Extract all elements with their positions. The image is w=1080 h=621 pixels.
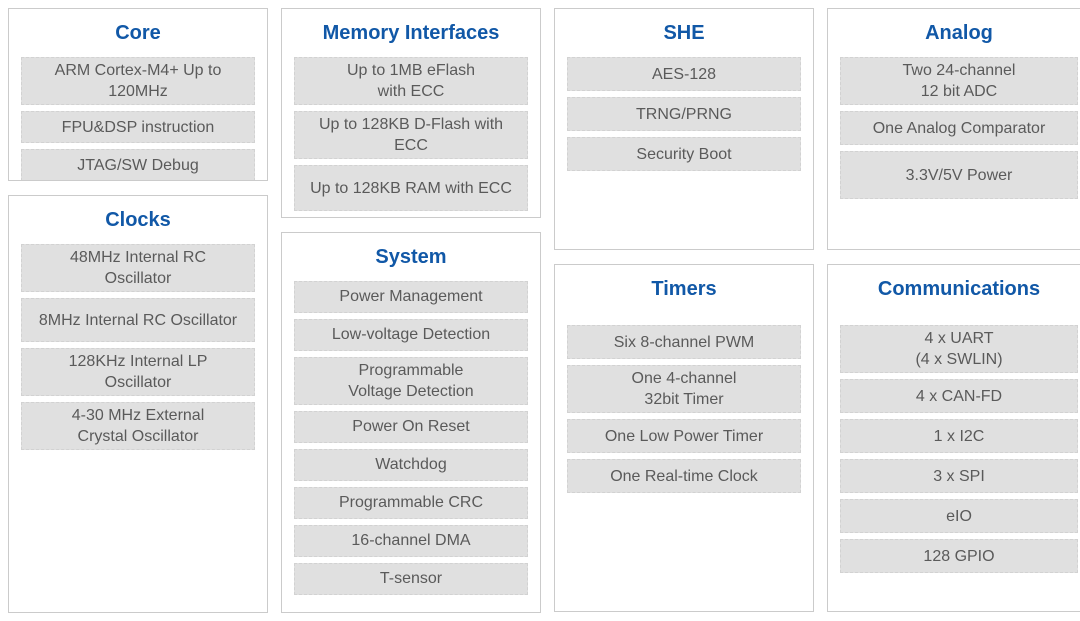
- timers-item-4-label: One Real-time Clock: [610, 467, 758, 485]
- communications-item-6: 128 GPIO: [840, 539, 1078, 573]
- system-title: System: [375, 245, 447, 268]
- communications-item-3-label: 1 x I2C: [933, 427, 985, 445]
- analog-item-2-label: One Analog Comparator: [872, 119, 1046, 137]
- timers-item-3-label: One Low Power Timer: [604, 427, 764, 445]
- clocks-item-2-label: 8MHz Internal RC Oscillator: [38, 311, 238, 329]
- communications-item-2: 4 x CAN-FD: [840, 379, 1078, 413]
- she-item-2: TRNG/PRNG: [567, 97, 801, 131]
- system-item-4-label: Power On Reset: [352, 418, 470, 436]
- she-item-2-label: TRNG/PRNG: [636, 105, 732, 123]
- timers-item-1-label: Six 8-channel PWM: [613, 333, 755, 351]
- system-item-7-label: 16-channel DMA: [351, 532, 471, 550]
- system-item-6-label: Programmable CRC: [338, 494, 484, 512]
- she-title: SHE: [663, 22, 705, 44]
- core-item-2: FPU&DSP instruction: [21, 111, 255, 143]
- analog-item-3-label: 3.3V/5V Power: [905, 166, 1013, 184]
- system-item-1-label: Power Management: [339, 288, 483, 306]
- core-item-2-label: FPU&DSP instruction: [61, 118, 215, 136]
- memory-interfaces-title: Memory Interfaces: [322, 22, 500, 44]
- core-title: Core: [115, 22, 161, 44]
- system-item-4: Power On Reset: [294, 410, 528, 443]
- communications-item-3: 1 x I2C: [840, 419, 1078, 453]
- system-item-2-label: Low-voltage Detection: [331, 326, 491, 344]
- timers-item-3: One Low Power Timer: [567, 419, 801, 453]
- communications-item-5-label: eIO: [946, 507, 972, 525]
- system-item-7: 16-channel DMA: [294, 524, 528, 557]
- system-item-1: Power Management: [294, 280, 528, 313]
- timers-item-4: One Real-time Clock: [567, 459, 801, 493]
- analog-title: Analog: [925, 22, 993, 44]
- analog-item-2: One Analog Comparator: [840, 111, 1078, 145]
- system-item-5-label: Watchdog: [375, 456, 447, 474]
- system-item-6: Programmable CRC: [294, 486, 528, 519]
- memory-interfaces-item-3: Up to 128KB RAM with ECC: [294, 165, 528, 211]
- communications-box: Communications 4 x UART(4 x SWLIN) 4 x CAN…: [827, 264, 1080, 612]
- communications-item-4-label: 3 x SPI: [933, 467, 985, 485]
- system-item-8: T-sensor: [294, 562, 528, 595]
- communications-item-6-label: 128 GPIO: [923, 547, 995, 565]
- communications-items: 4 x UART(4 x SWLIN) 4 x CAN-FD 1 x I2C 3 x …: [840, 325, 1078, 573]
- communications-item-1: 4 x UART(4 x SWLIN): [840, 325, 1078, 373]
- system-item-8-label: T-sensor: [379, 570, 443, 588]
- timers-item-1: Six 8-channel PWM: [567, 325, 801, 359]
- analog-item-3: 3.3V/5V Power: [840, 151, 1078, 199]
- communications-item-4: 3 x SPI: [840, 459, 1078, 493]
- clocks-item-2: 8MHz Internal RC Oscillator: [21, 298, 255, 343]
- communications-item-2-label: 4 x CAN-FD: [915, 387, 1003, 405]
- she-item-1-label: AES-128: [651, 65, 717, 83]
- communications-item-5: eIO: [840, 499, 1078, 533]
- system-item-2: Low-voltage Detection: [294, 318, 528, 351]
- communications-item-1-label: 4 x UART(4 x SWLIN): [915, 330, 1003, 368]
- she-item-3: Security Boot: [567, 137, 801, 171]
- communications-title: Communications: [877, 278, 1041, 300]
- she-item-3-label: Security Boot: [636, 145, 732, 163]
- clocks-title: Clocks: [105, 209, 171, 232]
- system-item-5: Watchdog: [294, 448, 528, 481]
- core-item-3-label: JTAG/SW Debug: [77, 156, 199, 174]
- memory-interfaces-item-3-label: Up to 128KB RAM with ECC: [310, 179, 512, 197]
- she-item-1: AES-128: [567, 57, 801, 91]
- timers-title: Timers: [651, 278, 717, 300]
- core-item-3: JTAG/SW Debug: [21, 149, 255, 181]
